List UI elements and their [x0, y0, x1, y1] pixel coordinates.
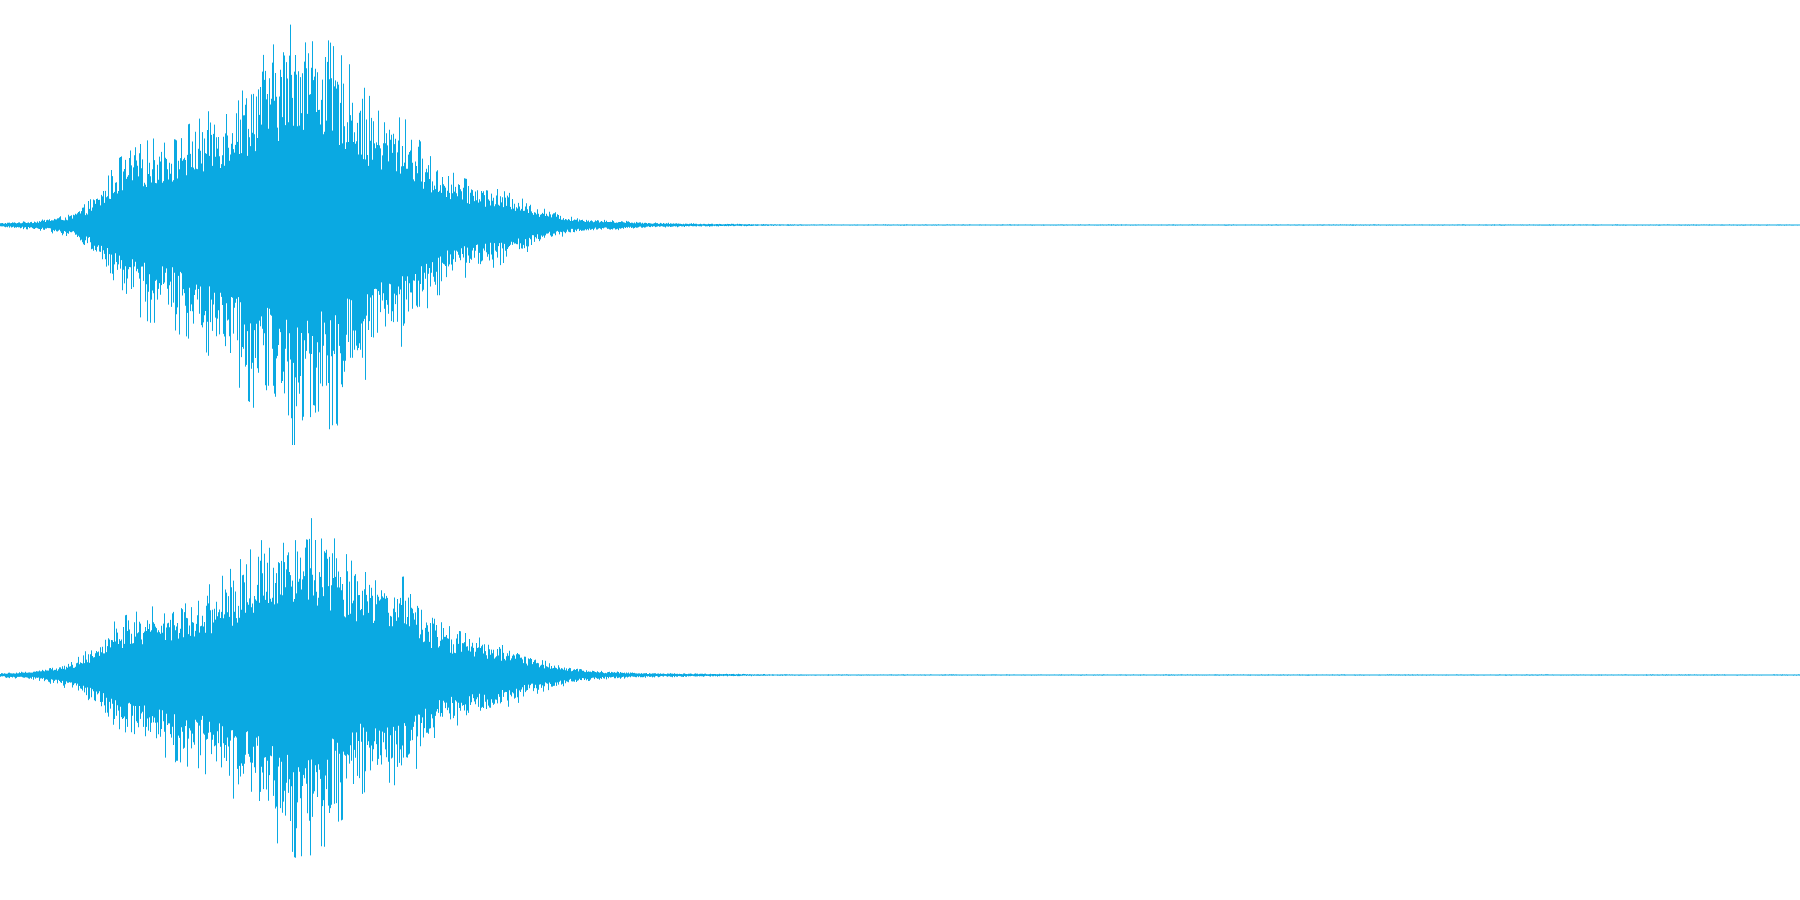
- waveform-channel-1-svg: [0, 24, 1800, 445]
- waveform-channel-2-svg: [0, 518, 1800, 858]
- waveform-channel-1[interactable]: [0, 0, 1800, 450]
- channel-2-waveform: [0, 518, 1800, 858]
- channel-1-waveform: [0, 24, 1800, 445]
- waveform-channel-2[interactable]: [0, 450, 1800, 900]
